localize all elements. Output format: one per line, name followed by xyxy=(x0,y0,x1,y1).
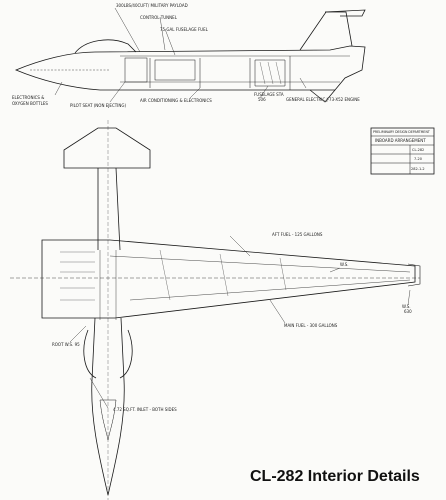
label-station-value: 506 xyxy=(258,97,266,102)
tb-model: CL-282 xyxy=(412,148,424,152)
label-root: ROOT W.S. 95 xyxy=(52,342,80,347)
label-wing-tip-value: 630 xyxy=(404,309,412,314)
label-aft-fuel: AFT FUEL - 125 GALLONS xyxy=(272,232,323,237)
title-block xyxy=(370,127,435,175)
plan-wing xyxy=(41,239,416,319)
canopy xyxy=(74,39,137,54)
plan-view xyxy=(10,120,421,500)
label-control-tunnel: CONTROL TUNNEL xyxy=(140,15,178,20)
title-block-text: PRELIMINARY DESIGN DEPARTMENT INBOARD AR… xyxy=(373,130,430,171)
vertical-tail xyxy=(299,11,353,51)
tb-drawing-no: 282-1-2 xyxy=(411,167,425,171)
label-wing-station: W.S. xyxy=(340,262,349,267)
label-payload: 300LBS/40CUFT/ MILITARY PAYLOAD xyxy=(116,3,188,8)
label-oxygen: OXYGEN BOTTLES xyxy=(12,101,48,106)
fuselage-outline xyxy=(14,45,366,91)
label-pilot-seat: PILOT SEAT (NON EJECTING) xyxy=(70,103,126,108)
tb-date: 7-20 xyxy=(414,157,422,161)
side-view xyxy=(14,7,366,103)
plan-horizontal-tail xyxy=(63,127,151,169)
intake xyxy=(83,329,133,379)
ventral-fin xyxy=(309,89,336,103)
label-air-conditioning: AIR CONDITIONING & ELECTRONICS xyxy=(140,98,212,103)
plan-aft-fuselage xyxy=(97,167,121,251)
label-fuselage-station: FUSELAGE STA xyxy=(254,92,284,97)
plan-forward-fuselage xyxy=(91,317,125,496)
label-main-fuel: MAIN FUEL - 300 GALLONS xyxy=(284,323,338,328)
label-wing-tip-station: W.S. xyxy=(402,304,411,309)
label-fuselage-fuel: 75 GAL FUSELAGE FUEL xyxy=(160,27,209,32)
label-engine: GENERAL ELECTRIC J-73-X52 ENGINE xyxy=(286,97,360,102)
side-view-labels: 300LBS/40CUFT/ MILITARY PAYLOAD CONTROL … xyxy=(12,3,360,108)
label-electronics: ELECTRONICS & xyxy=(12,95,44,100)
tb-department: PRELIMINARY DESIGN DEPARTMENT xyxy=(373,130,430,134)
figure-caption: CL-282 Interior Details xyxy=(250,468,420,485)
label-inlet: 4.72 SQ.FT. INLET - BOTH SIDES xyxy=(113,407,177,412)
tb-title: INBOARD ARRANGEMENT xyxy=(375,138,426,143)
plan-view-labels: AFT FUEL - 125 GALLONS W.S. MAIN FUEL - … xyxy=(52,232,412,412)
horizontal-tail xyxy=(324,9,366,17)
